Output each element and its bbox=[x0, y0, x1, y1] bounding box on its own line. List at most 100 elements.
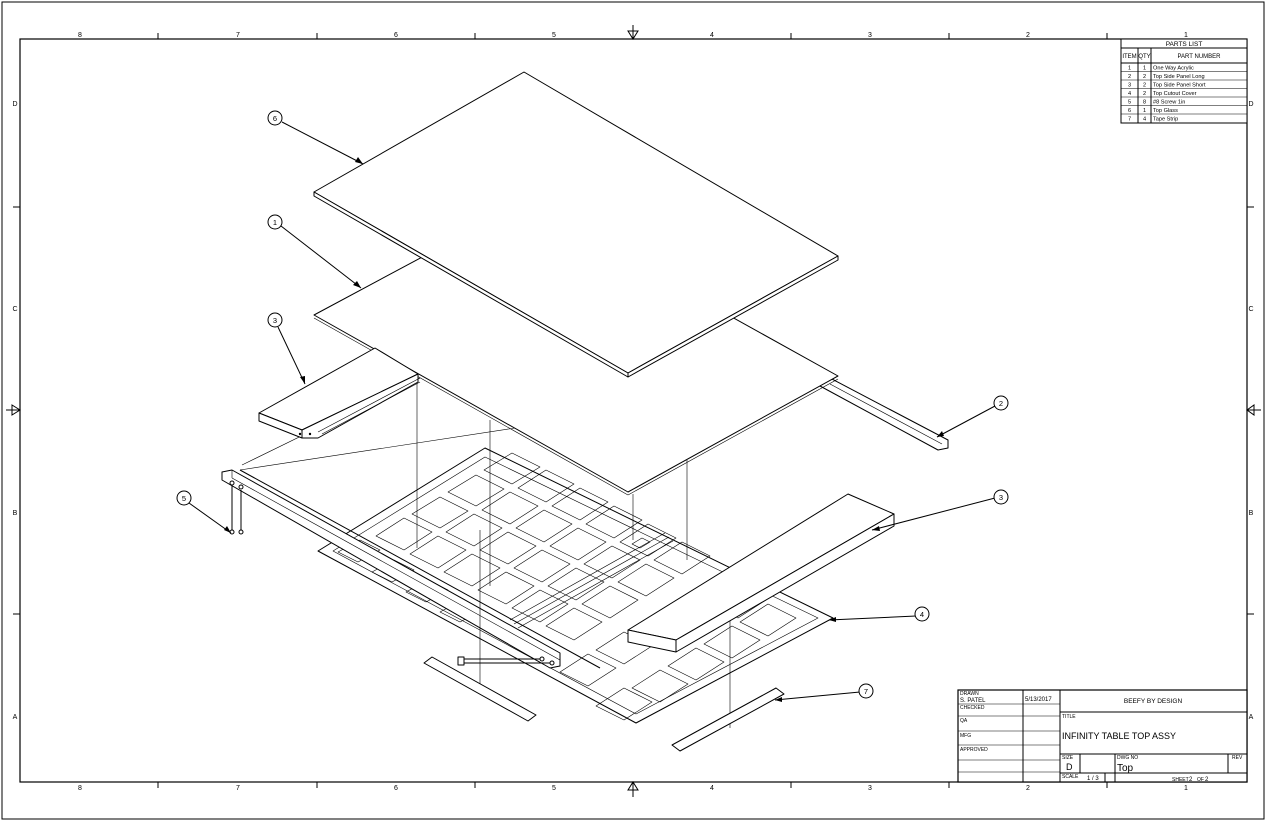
parts-row-qty: 1 bbox=[1143, 108, 1146, 114]
drawn-label: DRAWN bbox=[960, 691, 979, 697]
zone-col-label: 4 bbox=[710, 32, 714, 39]
zone-col-label: 7 bbox=[236, 785, 240, 792]
balloon-label: 3 bbox=[273, 316, 277, 325]
zone-row-labels-right: D C B A bbox=[1248, 101, 1253, 721]
parts-row-part: Tape Strip bbox=[1153, 117, 1178, 123]
zone-col-label: 8 bbox=[78, 32, 82, 39]
parts-row-qty: 2 bbox=[1143, 74, 1146, 80]
of-label: OF bbox=[1197, 777, 1204, 783]
dwg-no: Top bbox=[1117, 763, 1134, 774]
balloon-label: 1 bbox=[273, 218, 277, 227]
zone-col-label: 5 bbox=[552, 785, 556, 792]
balloon-label: 5 bbox=[182, 494, 186, 503]
zone-row-label: C bbox=[12, 306, 17, 313]
approved-label: APPROVED bbox=[960, 747, 988, 753]
zone-row-labels-left: D C B A bbox=[12, 101, 17, 721]
balloon-item: 7 bbox=[858, 683, 874, 699]
zone-col-label: 6 bbox=[394, 785, 398, 792]
sheet-number: 2 bbox=[1189, 777, 1193, 783]
scale-value: 1 / 3 bbox=[1087, 776, 1099, 782]
parts-row-item: 6 bbox=[1128, 108, 1131, 114]
parts-row-item: 1 bbox=[1128, 66, 1131, 72]
parts-row-part: Top Glass bbox=[1153, 108, 1178, 114]
mfg-label: MFG bbox=[960, 733, 971, 739]
drawing-title: INFINITY TABLE TOP ASSY bbox=[1062, 731, 1176, 741]
title-block: DRAWN S. PATEL 5/13/2017 CHECKED QA MFG … bbox=[957, 689, 1248, 783]
parts-list-header-item: ITEM bbox=[1122, 54, 1136, 60]
balloon-item: 5 bbox=[176, 490, 192, 506]
balloon-item: 3 bbox=[993, 489, 1009, 505]
checked-label: CHECKED bbox=[960, 705, 985, 711]
parts-row-qty: 1 bbox=[1143, 66, 1146, 72]
parts-list-header-qty: QTY bbox=[1138, 54, 1150, 60]
balloon-label: 2 bbox=[999, 399, 1003, 408]
balloon-item: 3 bbox=[267, 312, 283, 328]
parts-row-part: One Way Acrylic bbox=[1153, 66, 1194, 72]
tape-strips bbox=[423, 656, 785, 752]
leader-arrowheads bbox=[224, 157, 944, 702]
zone-row-label: A bbox=[1249, 714, 1254, 721]
zone-row-label: D bbox=[1248, 101, 1253, 108]
company-name: BEEFY BY DESIGN bbox=[1124, 698, 1183, 705]
zone-col-label: 2 bbox=[1026, 785, 1030, 792]
zone-col-label: 2 bbox=[1026, 32, 1030, 39]
zone-row-label: C bbox=[1248, 306, 1253, 313]
balloon-label: 4 bbox=[920, 610, 924, 619]
balloon-label: 6 bbox=[273, 114, 277, 123]
parts-list-table: PARTS LIST ITEM QTY PART NUMBER 1 1 One … bbox=[1120, 38, 1248, 124]
parts-row-part: Top Cutout Cover bbox=[1153, 91, 1197, 97]
zone-col-label: 3 bbox=[868, 785, 872, 792]
drawn-date: 5/13/2017 bbox=[1025, 697, 1052, 703]
title-label: TITLE bbox=[1062, 714, 1076, 720]
parts-row-qty: 2 bbox=[1143, 91, 1146, 97]
zone-col-label: 7 bbox=[236, 32, 240, 39]
balloon-item: 4 bbox=[914, 606, 930, 622]
zone-col-label: 1 bbox=[1184, 785, 1188, 792]
parts-row-item: 5 bbox=[1128, 100, 1131, 106]
parts-row-qty: 4 bbox=[1143, 117, 1146, 123]
balloon-label: 3 bbox=[999, 493, 1003, 502]
zone-row-label: B bbox=[13, 510, 18, 517]
zone-col-label: 1 bbox=[1184, 32, 1188, 39]
scale-label: SCALE bbox=[1062, 774, 1079, 780]
zone-row-label: D bbox=[12, 101, 17, 108]
parts-row-item: 7 bbox=[1128, 117, 1131, 123]
zone-row-label: B bbox=[1249, 510, 1254, 517]
parts-row-part: #8 Screw 1in bbox=[1153, 100, 1185, 106]
parts-row-qty: 2 bbox=[1143, 83, 1146, 89]
balloon-item: 2 bbox=[993, 395, 1009, 411]
exploded-assembly-view bbox=[221, 71, 949, 752]
parts-row-item: 4 bbox=[1128, 91, 1131, 97]
zone-col-label: 3 bbox=[868, 32, 872, 39]
center-rail bbox=[509, 532, 674, 629]
center-markers bbox=[6, 25, 1261, 797]
zone-ticks bbox=[13, 33, 1254, 788]
drawn-name: S. PATEL bbox=[960, 698, 986, 704]
parts-row-item: 3 bbox=[1128, 83, 1131, 89]
top-side-panel-short-left bbox=[258, 347, 421, 439]
item-balloons: 6 1 3 2 5 3 4 7 bbox=[176, 110, 1009, 699]
zone-col-label: 6 bbox=[394, 32, 398, 39]
parts-row-part: Top Side Panel Long bbox=[1153, 74, 1205, 80]
sheet-size: D bbox=[1066, 762, 1073, 772]
parts-row-qty: 8 bbox=[1143, 100, 1146, 106]
rev-label: REV bbox=[1232, 755, 1243, 761]
leader-lines bbox=[188, 121, 996, 701]
sheet-label: SHEET bbox=[1172, 777, 1189, 783]
zone-col-label: 8 bbox=[78, 785, 82, 792]
balloon-item: 1 bbox=[267, 214, 283, 230]
qa-label: QA bbox=[960, 718, 968, 724]
balloon-item: 6 bbox=[267, 110, 283, 126]
zone-column-labels-top: 8 7 6 5 4 3 2 1 bbox=[78, 32, 1188, 39]
zone-col-label: 4 bbox=[710, 785, 714, 792]
screws bbox=[229, 480, 555, 666]
sheet-total: 2 bbox=[1205, 777, 1209, 783]
size-label: SIZE bbox=[1062, 755, 1074, 761]
parts-list-title: PARTS LIST bbox=[1166, 41, 1203, 48]
top-side-panel-short-right bbox=[627, 493, 895, 653]
parts-row-item: 2 bbox=[1128, 74, 1131, 80]
zone-col-label: 5 bbox=[552, 32, 556, 39]
parts-row-part: Top Side Panel Short bbox=[1153, 83, 1206, 89]
balloon-label: 7 bbox=[864, 687, 868, 696]
